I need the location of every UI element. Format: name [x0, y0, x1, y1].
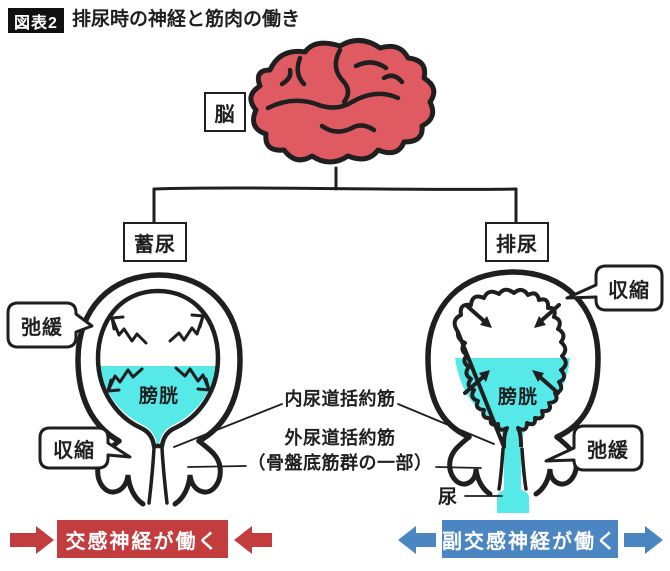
- callout-bubbles: [6, 264, 664, 472]
- left-bladder-outer-stroke: [75, 272, 243, 444]
- figure-title: 排尿時の神経と筋肉の働き: [72, 9, 301, 30]
- internal-sphincter-label: 内尿道括約筋: [284, 389, 396, 409]
- left-bladder-illustration: [75, 272, 243, 507]
- external-sphincter-label: 外尿道括約筋: [284, 428, 396, 448]
- external-sphincter-note: （骨盤底筋群の一部）: [247, 453, 433, 473]
- left-banner-inward-arrow-left: [10, 526, 54, 554]
- parasympathetic-banner: 副交感神経が働く: [442, 520, 618, 558]
- right-bladder-outer-stroke: [425, 269, 601, 440]
- left-sphincter-callout-bubble: [38, 426, 132, 470]
- right-bladder-inner-wall: [452, 287, 568, 449]
- sympathetic-banner: 交感神経が働く: [57, 520, 228, 558]
- brain-folds: [265, 47, 405, 134]
- left-bladder-inner-wall: [95, 288, 221, 449]
- banner-arrows: [10, 526, 663, 554]
- voiding-branch-box: 排尿: [485, 222, 549, 262]
- brain-label-box: 脳: [204, 92, 246, 132]
- storage-branch-box: 蓄尿: [123, 222, 187, 262]
- brain-illustration: [248, 38, 437, 165]
- left-bladder-urine: [100, 366, 216, 445]
- right-urethra-channel: [497, 447, 528, 491]
- right-banner-outward-arrow-right: [624, 526, 663, 554]
- label-pointer-lines: [173, 403, 503, 497]
- urine-label: 尿: [437, 486, 458, 508]
- right-wall-callout-bubble: [565, 264, 664, 312]
- internal-sphincter-line-left: [173, 403, 283, 448]
- left-wall-callout-bubble: [6, 301, 94, 349]
- right-bladder-contract-arrows: [463, 303, 561, 395]
- external-sphincter-line-right: [435, 466, 482, 469]
- figure-tag: 図表2: [8, 8, 64, 33]
- external-sphincter-line-left: [187, 465, 247, 468]
- tree-connector: [152, 166, 518, 224]
- right-banner-outward-arrow-left: [398, 526, 436, 554]
- tree-line-horizontal: [152, 186, 518, 191]
- right-bladder-illustration: [425, 269, 601, 513]
- left-bladder-relax-arrows: [106, 313, 211, 393]
- right-bladder-label: 膀胱: [497, 386, 538, 408]
- left-banner-inward-arrow-right: [234, 526, 272, 554]
- right-sphincter-callout-bubble: [544, 424, 644, 472]
- internal-sphincter-line-right: [397, 403, 495, 445]
- left-urethra-channel: [147, 446, 169, 505]
- left-bladder-label: 膀胱: [138, 385, 179, 407]
